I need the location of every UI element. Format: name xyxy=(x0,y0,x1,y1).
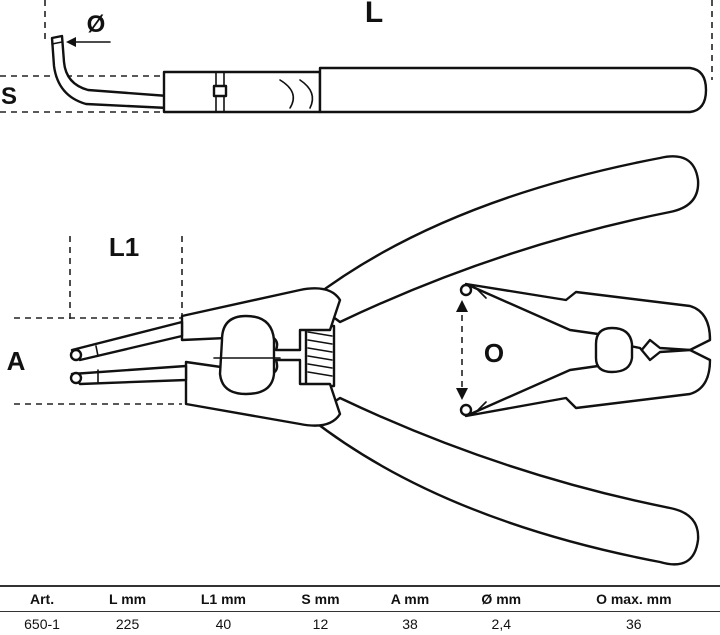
opening-label: O xyxy=(484,338,504,368)
pliers-technical-drawing: Ø L S L1 A xyxy=(0,0,713,566)
cell-opening: 36 xyxy=(547,611,720,635)
joint-curve-2 xyxy=(299,79,314,109)
cell-width: 38 xyxy=(365,611,455,635)
side-handle xyxy=(318,66,708,114)
cell-art: 650-1 xyxy=(0,611,85,635)
joint-curve xyxy=(279,79,295,109)
lower-tip-pin xyxy=(69,371,83,385)
lower-open-tip-line xyxy=(475,401,487,413)
diameter-label: Ø xyxy=(87,11,106,38)
header-opening: O max. mm xyxy=(547,585,720,612)
open-pivot-boss xyxy=(594,326,634,374)
header-art: Art. xyxy=(0,585,85,612)
lower-tip xyxy=(70,364,188,386)
opening-arrow-bottom xyxy=(456,388,468,400)
header-width: A mm xyxy=(365,585,455,612)
spec-header-row: Art. L mm L1 mm S mm A mm Ø mm O max. mm xyxy=(0,585,720,612)
upper-tip-pin xyxy=(69,348,83,362)
lower-handle xyxy=(308,396,700,566)
header-jaw-length: L1 mm xyxy=(171,585,276,612)
jaw-length-label: L1 xyxy=(109,232,139,262)
rivet-side xyxy=(212,84,228,98)
cell-jaw-length: 40 xyxy=(171,611,276,635)
spring xyxy=(307,331,333,377)
upper-tip-line xyxy=(95,345,99,357)
shoulder-label: S xyxy=(1,83,17,110)
spec-table: Art. L mm L1 mm S mm A mm Ø mm O max. mm… xyxy=(0,585,720,635)
length-label: L xyxy=(365,0,383,29)
opening-arrow-top xyxy=(456,300,468,312)
cell-shoulder: 12 xyxy=(275,611,366,635)
top-view xyxy=(14,155,700,566)
table-row: 650-1 225 40 12 38 2,4 36 xyxy=(0,611,720,635)
width-label: A xyxy=(7,346,26,376)
upper-open-tip-pin xyxy=(459,283,473,297)
joint-block xyxy=(162,70,322,114)
bent-tip xyxy=(50,34,170,110)
header-diameter: Ø mm xyxy=(454,585,548,612)
tip-end-line xyxy=(51,41,63,45)
upper-handle xyxy=(308,155,700,324)
diameter-arrow-head xyxy=(66,37,76,47)
cell-length: 225 xyxy=(84,611,172,635)
upper-open-tip-line xyxy=(475,287,487,299)
upper-tip xyxy=(70,320,184,362)
header-shoulder: S mm xyxy=(275,585,366,612)
pivot-boss xyxy=(218,314,276,396)
lower-open-tip-pin xyxy=(459,403,473,417)
header-length: L mm xyxy=(84,585,172,612)
side-view xyxy=(0,0,713,114)
cell-diameter: 2,4 xyxy=(454,611,548,635)
open-jaw-detail xyxy=(456,282,712,418)
